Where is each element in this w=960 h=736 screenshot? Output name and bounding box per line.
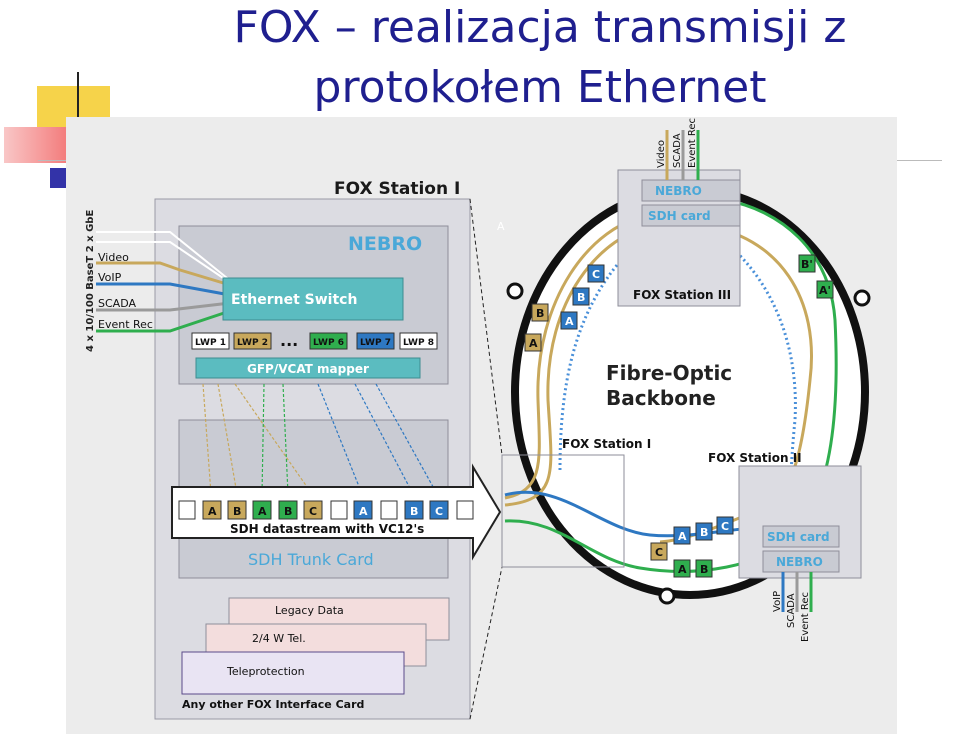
ring-slot-a-blue: A (565, 315, 574, 328)
gbe-lines (96, 231, 233, 285)
datastream-label: SDH datastream with VC12's (230, 522, 424, 536)
ring-tick-3 (658, 587, 676, 605)
ring-slot-a-green: A (678, 563, 687, 576)
station-2-service-event: Event Rec (800, 592, 811, 642)
slide-title: FOX – realizacja transmisji z protokołem… (150, 0, 930, 118)
teleprotection-card (181, 651, 405, 695)
diagram-panel: FOX Station I NEBRO 4 x 10/100 BaseT 2 x… (66, 117, 897, 734)
station-3-service-scada: SCADA (672, 133, 683, 168)
gfp-vcat-mapper-label: GFP/VCAT mapper (247, 362, 369, 376)
legacy-data-label: Legacy Data (275, 604, 344, 617)
station-2-service-scada: SCADA (786, 593, 797, 628)
ring-slot-a-gold: A (529, 337, 538, 350)
lwp-8-box (399, 332, 438, 350)
input-line-scada (96, 301, 231, 312)
slide-title-line-1: FOX – realizacja transmisji z (233, 2, 847, 53)
map-arrow-5 (282, 383, 293, 499)
ring-slot-c-blue: C (592, 268, 600, 281)
teleprotection-label: Teleprotection (226, 665, 305, 678)
lwp-6-label: LWP 6 (313, 338, 344, 348)
ethernet-switch-label: Ethernet Switch (231, 292, 357, 308)
ring-slot-b-blue: B (577, 291, 585, 304)
station-2-nebro (762, 550, 840, 573)
input-line-voip (96, 282, 231, 297)
map-arrow-7 (354, 383, 416, 499)
input-line-video (96, 261, 231, 287)
ring-label-2: Backbone (606, 386, 716, 410)
ring-slot-b-prime: B' (801, 258, 813, 271)
datastream-slots (178, 500, 474, 520)
station-2-service-voip: VoIP (772, 591, 783, 612)
port-spec-label: 4 x 10/100 BaseT 2 x GbE (85, 210, 96, 352)
map-arrow-4 (257, 383, 267, 499)
ring-slot-c-gold: C (655, 546, 663, 559)
lwp-ellipsis: ... (280, 331, 298, 350)
station-3-service-event: Event Rec (687, 118, 698, 168)
decor-blue-square (50, 168, 67, 188)
slot-a-3: A (359, 505, 368, 518)
slot-a-2: A (258, 505, 267, 518)
station-2-sdh-card-label: SDH card (767, 530, 830, 544)
station-3-sdh-card (641, 204, 741, 227)
input-label-scada: SCADA (98, 297, 136, 310)
ring-label-1: Fibre-Optic (606, 361, 732, 385)
other-card-label: Any other FOX Interface Card (182, 698, 364, 711)
ring-corner-label: A (497, 220, 505, 233)
lwp-7-label: LWP 7 (360, 338, 391, 348)
ethernet-switch (222, 277, 404, 321)
gfp-vcat-mapper (195, 357, 421, 379)
slot-c-2: C (435, 505, 443, 518)
slide-title-line-2: protokołem Ethernet (313, 62, 767, 113)
zoom-line-top (469, 198, 503, 456)
lwp-1-label: LWP 1 (195, 338, 226, 348)
station-3-nebro (641, 179, 741, 202)
tel-card-label: 2/4 W Tel. (252, 632, 306, 645)
fox-station-1-title: FOX Station I (334, 179, 460, 199)
input-line-event (96, 309, 231, 333)
slot-b-3: B (410, 505, 418, 518)
zoom-line-bottom (469, 566, 503, 720)
fox-station-3-label: FOX Station III (633, 288, 731, 302)
slot-a-1: A (208, 505, 217, 518)
map-arrow-3 (234, 383, 315, 498)
ring-slot-a-prime: A' (819, 284, 831, 297)
map-arrow-2 (217, 383, 241, 499)
map-arrow-8 (375, 383, 440, 499)
lwp-2-box (233, 332, 272, 350)
station-3-service-video: Video (656, 140, 667, 168)
lwp-6-box (309, 332, 348, 350)
lwp-1-box (191, 332, 230, 350)
fox-station-1-ring-label: FOX Station I (562, 437, 651, 451)
ring-slot-c-blue-2: C (721, 520, 729, 533)
map-arrow-1 (202, 383, 216, 499)
slot-b-1: B (233, 505, 241, 518)
lwp-2-label: LWP 2 (237, 338, 268, 348)
nebro-title: NEBRO (348, 233, 422, 255)
station-3-nebro-label: NEBRO (655, 184, 702, 198)
fox-station-2-label: FOX Station II (708, 451, 802, 465)
slot-b-2: B (284, 505, 292, 518)
input-label-video: Video (98, 251, 129, 264)
fibre-gold-2 (504, 213, 651, 500)
station-2-sdh-card (762, 525, 840, 548)
slot-c-1: C (309, 505, 317, 518)
ring-slot-b-blue-2: B (700, 526, 708, 539)
sdh-trunk-card-label: SDH Trunk Card (248, 550, 374, 569)
ring-slot-a-blue-2: A (678, 530, 687, 543)
station-3-sdh-card-label: SDH card (648, 209, 711, 223)
ring-slot-b-green: B (700, 563, 708, 576)
fox-ethernet-diagram: FOX Station I NEBRO 4 x 10/100 BaseT 2 x… (85, 118, 871, 720)
ring-slot-b-gold: B (536, 307, 544, 320)
station-2-nebro-label: NEBRO (776, 555, 823, 569)
ring-tick-2 (853, 289, 871, 307)
input-label-voip: VoIP (98, 271, 122, 284)
fox-station-1-ring-box (501, 454, 625, 568)
input-label-event: Event Rec (98, 318, 153, 331)
lwp-8-label: LWP 8 (403, 338, 434, 348)
ring-tick-1 (506, 282, 524, 300)
lwp-7-box (356, 332, 395, 350)
